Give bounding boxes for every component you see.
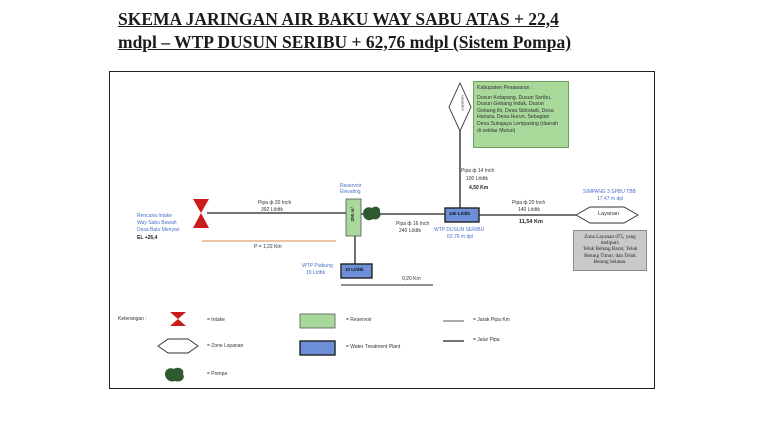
legend-zone-label: = Zone Layanan: [207, 343, 244, 349]
title-line-2: mdpl – WTP DUSUN SERIBU + 62,76 mdpl (Si…: [118, 32, 572, 52]
zone-top-shape: [448, 81, 472, 133]
wtp-main-label-1: WTP DUSUN SERIBU: [434, 227, 485, 233]
zona-line: meliputi:: [600, 240, 620, 247]
pipe-up-spec: Pipa ф 14 Inch: [461, 168, 495, 174]
simpang-label-1: SIMPANG 3 SPBU TBB: [583, 189, 636, 195]
wtp-piabung-label-1: WTP Piabung: [302, 263, 333, 269]
pesawaran-line: di sekitar Mutun): [477, 127, 516, 134]
wtp-main-box-label: 240 Lt/dtk: [449, 211, 471, 216]
pesawaran-line: Gebang Ilir, Desa Sidodadi, Desa: [477, 107, 554, 114]
legend-wtp-icon: [299, 340, 336, 356]
pipe-right-distance: 11,54 Km: [519, 219, 543, 225]
pesawaran-line: Hanura, Desa Hurun, Sebagian: [477, 114, 550, 121]
zone-right-shape: [575, 206, 639, 224]
intake-elevation: EL +26,4: [137, 235, 158, 241]
pipe1-distance: P = 1,22 Km: [254, 244, 282, 250]
diagram-title: SKEMA JARINGAN AIR BAKU WAY SABU ATAS + …: [118, 8, 678, 54]
pesawaran-line: Dusun Ketapang, Dusun Seribu,: [477, 94, 552, 101]
pipe2-spec: Pipa ф 16 Inch: [396, 221, 430, 227]
pesawaran-line: Desa Sukajaya Lempasing (daerah: [477, 120, 559, 127]
pipe1-flow: 392 Lt/dtk: [261, 207, 283, 213]
wtp-main-label-2: 62,76 m dpl: [447, 234, 474, 240]
pump-icon: [363, 206, 381, 221]
pipe1-spec: Pipa ф 20 Inch: [258, 200, 292, 206]
wtp-piabung-label-2: 10 Lt/dtk: [306, 270, 326, 276]
intake-label-1: Rencana Intake: [137, 213, 173, 219]
legend-pump-label: = Pompa: [207, 371, 228, 377]
legend-reservoir-icon: [299, 313, 336, 329]
intake-label-2: Way Sabu Bawah: [137, 220, 177, 226]
wtp-dusun-seribu-box: [444, 207, 480, 223]
legend-pump-icon: [165, 367, 184, 382]
legend-intake-label: = Intake: [207, 317, 225, 323]
pipe-right-spec: Pipa ф 20 Inch: [512, 200, 546, 206]
pipe-up-distance: 4,50 Km: [469, 185, 489, 191]
legend-intake-icon: [170, 312, 186, 326]
simpang-label-2: 17,47 m dpl: [597, 196, 624, 202]
pesawaran-info-box: Kabupaten Pesawaran : Dusun Ketapang, Du…: [473, 81, 569, 148]
pipe-up-flow: 100 Lt/dtk: [466, 176, 488, 182]
pesawaran-line: Dusun Gebang Induk, Dusun: [477, 101, 544, 108]
wtp-piabung-box-label: 10 Lt/dtk: [345, 267, 364, 272]
legend-jarak-label: = Jarak Pipa Km: [473, 317, 510, 323]
zona-line: Betung Timur, dan Teluk: [584, 252, 636, 259]
zona-line: Teluk Betung Barat, Teluk: [582, 246, 638, 253]
legend-zone-icon: [157, 338, 199, 354]
zone-right-label: Layanan: [598, 211, 620, 217]
diagram-frame: [109, 71, 655, 389]
title-line-1: SKEMA JARINGAN AIR BAKU WAY SABU ATAS + …: [118, 9, 559, 29]
pipe2-flow: 240 Lt/dtk: [399, 228, 421, 234]
reservoir-label-1: Reservoir: [340, 183, 362, 189]
legend-jalur-label: = Jalur Pipa: [473, 337, 500, 343]
legend-title: Keterangan :: [118, 316, 147, 322]
pipe-right-flow: 140 Lt/dtk: [518, 207, 540, 213]
intake-label-3: Desa Batu Menyan: [137, 227, 180, 233]
zone-top-label: Layanan: [459, 95, 465, 111]
pesawaran-line: Kabupaten Pesawaran :: [477, 85, 533, 91]
wtp-piabung-distance: 0,20 Km: [402, 276, 421, 282]
intake-icon: [193, 199, 209, 228]
zona-line: Zona Layanan 075, yang: [584, 234, 636, 240]
zona-line: Betung Selatan.: [593, 258, 627, 265]
zona-info-box: Zona Layanan 075, yang meliputi: Teluk B…: [573, 230, 647, 271]
reservoir-box: [345, 198, 362, 237]
reservoir-label-2: Elevating: [340, 189, 361, 195]
reservoir-volume: 200 m³: [349, 207, 355, 222]
legend-wtp-label: = Water Treatment Plant: [346, 344, 401, 350]
wtp-piabung-box: [340, 263, 373, 279]
legend-reservoir-label: = Reservoir: [346, 317, 372, 323]
